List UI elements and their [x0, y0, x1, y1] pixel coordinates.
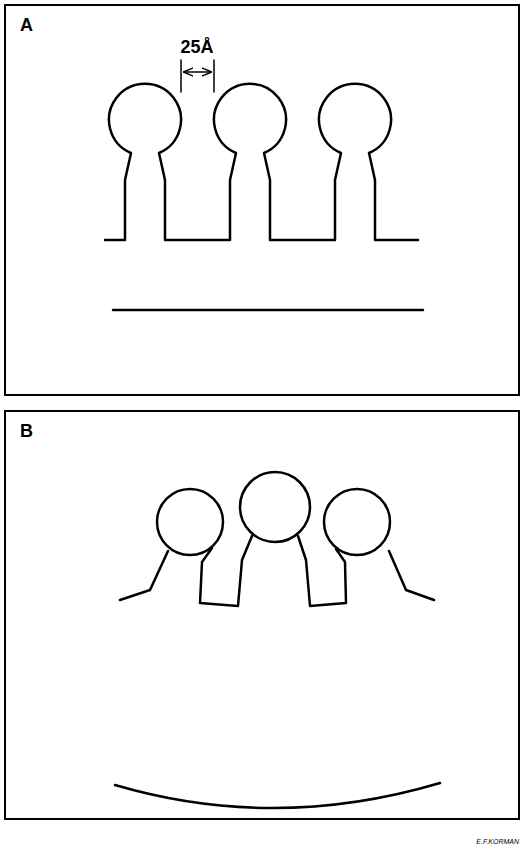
- head-group-row: [105, 84, 418, 240]
- dimension-mark: [181, 60, 214, 92]
- dimension-label: 25Å: [180, 38, 213, 56]
- figure-panel: B: [4, 410, 520, 820]
- compressed-head-groups: [120, 472, 434, 606]
- panel-letter: B: [20, 422, 33, 440]
- flat-membrane-line: [113, 309, 423, 312]
- figure-panel: A: [4, 4, 520, 396]
- panel-letter: A: [20, 16, 33, 34]
- signature: E.F.KORMAN: [476, 838, 519, 845]
- curved-membrane-line: [115, 783, 440, 808]
